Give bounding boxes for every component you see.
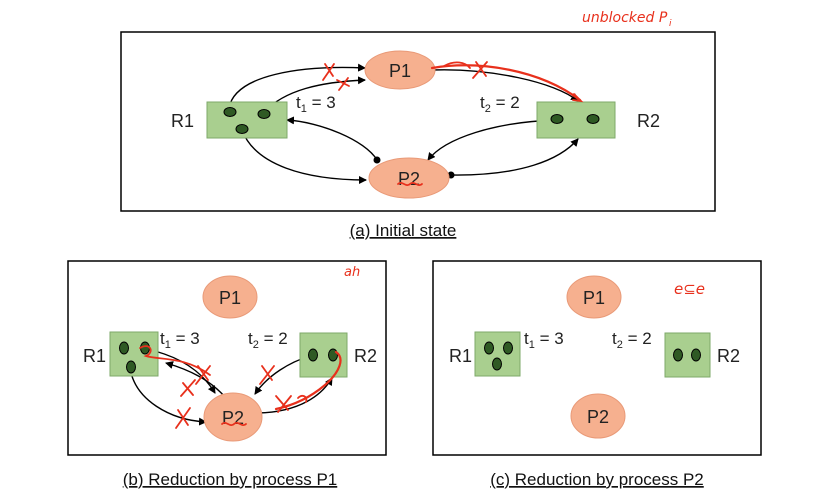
t1-label-b: t1 = 3 — [160, 329, 200, 351]
edge-p1-r2 — [431, 69, 579, 102]
process-p1-node — [364, 50, 436, 90]
panel-b-ink — [139, 345, 342, 429]
t2-label-c: t2 = 2 — [612, 329, 652, 351]
handwritten-note-b: ah — [344, 265, 360, 280]
caption-a: (a) Initial state — [350, 221, 457, 240]
panel-a-ink — [322, 61, 584, 187]
edge-r1-p2-b2 — [129, 367, 207, 426]
t1-label-c: t1 = 3 — [524, 329, 564, 351]
edge-p2-r2 — [450, 138, 579, 176]
panel-a-frame — [120, 31, 716, 212]
panel-a: P1 P2 R1 R2 t1 = 3 t2 = 2 unblocked P i — [120, 10, 716, 212]
caption-c: (c) Reduction by process P2 — [490, 470, 704, 489]
process-p1-label-c: P1 — [583, 288, 605, 308]
panel-a-tokens — [223, 107, 600, 134]
edge-p2-r1-b — [165, 361, 226, 398]
handwritten-note-c: e⊆e — [674, 280, 705, 298]
process-p1-node-b — [202, 275, 258, 319]
process-p2-node-b — [203, 392, 263, 442]
edge-r2-p2 — [427, 119, 557, 161]
process-p1-node-c — [566, 275, 622, 319]
t1-label: t1 = 3 — [296, 93, 336, 115]
caption-b: (b) Reduction by process P1 — [123, 470, 338, 489]
resource-r2-box — [536, 101, 616, 139]
resource-r2-box-c — [664, 332, 711, 378]
edge-p2-r2-b — [257, 377, 333, 414]
process-p2-label-c: P2 — [587, 407, 609, 427]
resource-r1-box — [206, 101, 288, 139]
resource-r2-label-b: R2 — [354, 346, 377, 366]
t2-label: t2 = 2 — [480, 93, 520, 115]
panel-b-frame — [67, 260, 387, 456]
edge-r1-p1-outer — [228, 63, 366, 109]
process-p1-label-b: P1 — [219, 288, 241, 308]
resource-r1-label-b: R1 — [83, 346, 106, 366]
panel-c-frame — [432, 260, 762, 456]
panel-b-edges — [129, 348, 333, 426]
panel-b: P1 P2 R1 R2 t1 = 3 t2 = 2 ah — [67, 260, 387, 456]
handwritten-note-a: unblocked P — [582, 10, 668, 26]
process-p2-node-c — [570, 393, 626, 439]
panel-c: P1 P2 R1 R2 t1 = 3 t2 = 2 e⊆e — [432, 260, 762, 456]
resource-r2-label-c: R2 — [717, 346, 740, 366]
resource-r1-label: R1 — [171, 111, 194, 131]
svg-text:i: i — [669, 19, 672, 29]
process-p2-label: P2 — [398, 169, 420, 189]
edge-p2-r1 — [286, 116, 378, 161]
t2-label-b: t2 = 2 — [248, 329, 288, 351]
edge-r1-p2 — [241, 129, 367, 184]
resource-r2-label: R2 — [637, 111, 660, 131]
resource-r1-label-c: R1 — [449, 346, 472, 366]
process-p1-label: P1 — [389, 61, 411, 81]
process-p2-node — [368, 157, 450, 199]
